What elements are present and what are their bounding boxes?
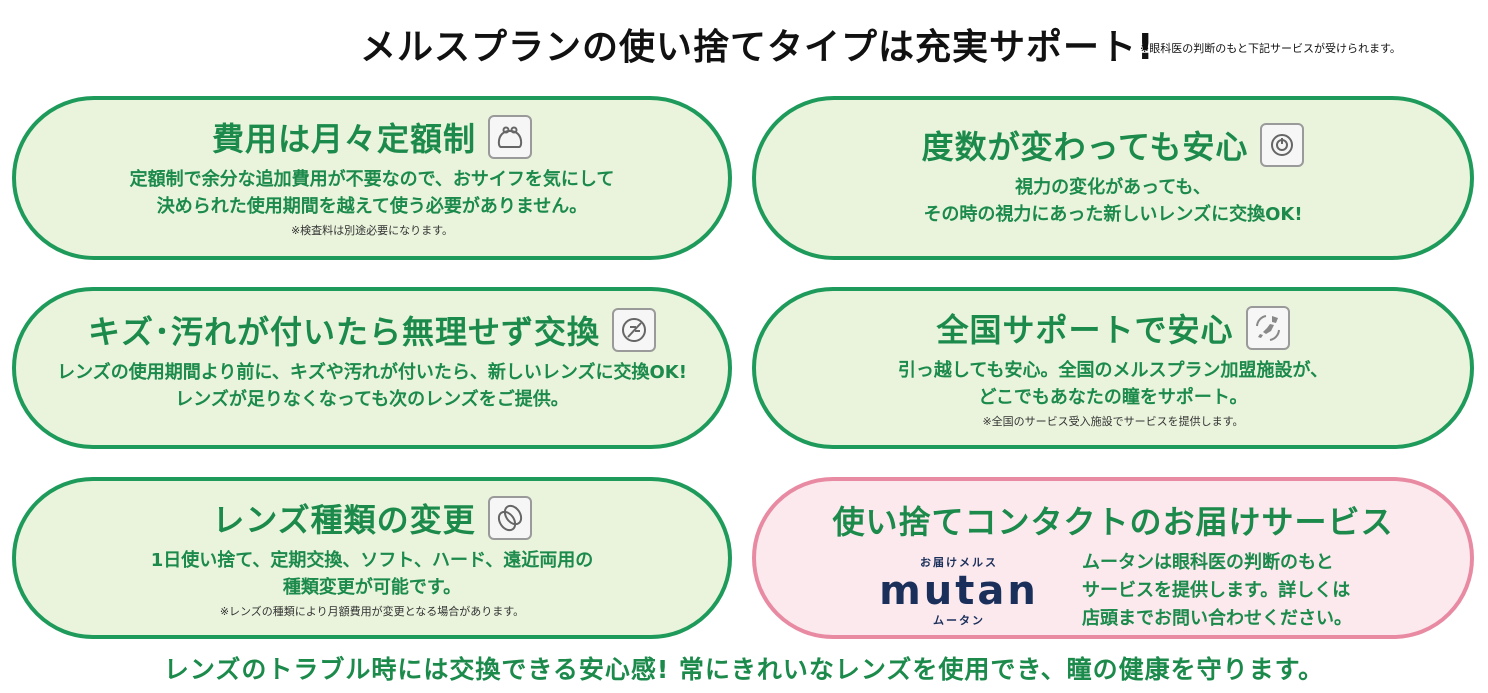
card-note: ※レンズの種類により月額費用が変更となる場合があります。 — [219, 605, 525, 618]
card-line: ムータンは眼科医の判断のもと — [1082, 552, 1334, 573]
card-nationwide-support: 全国サポートで安心 引っ越しても安心。全国のメルスプラン加盟施設が、 どこでもあ… — [752, 287, 1474, 449]
card-line: サービスを提供します。詳しくは — [1082, 580, 1351, 601]
card-line: 視力の変化があっても、 — [1015, 177, 1211, 198]
card-line: 1日使い捨て、定期交換、ソフト、ハード、遠近両用の — [150, 550, 594, 571]
card-title: 費用は月々定額制 — [211, 120, 476, 158]
card-title: 使い捨てコンタクトのお届けサービス — [832, 503, 1394, 541]
scratched-lens-icon — [612, 308, 656, 352]
card-line: 店頭までお問い合わせください。 — [1082, 608, 1352, 629]
power-icon — [1260, 123, 1305, 167]
card-line: レンズの使用期間より前に、キズや汚れが付いたら、新しいレンズに交換OK! — [57, 362, 687, 383]
japan-map-icon — [1245, 306, 1290, 350]
page-title: メルスプランの使い捨てタイプは充実サポート! — [360, 27, 1155, 68]
card-line: 定額制で余分な追加費用が不要なので、おサイフを気にして — [129, 169, 615, 190]
card-title: レンズ種類の変更 — [212, 501, 476, 539]
logo-small-text: お届けメルス — [920, 556, 998, 569]
header: メルスプランの使い捨てタイプは充実サポート! ※眼科医の判断のもと下記サービスが… — [0, 14, 1488, 68]
card-title: 度数が変わっても安心 — [921, 128, 1249, 166]
card-note: ※全国のサービス受入施設でサービスを提供します。 — [982, 415, 1244, 428]
logo-kana: ムータン — [933, 614, 985, 627]
card-line: 引っ越しても安心。全国のメルスプラン加盟施設が、 — [897, 360, 1329, 381]
card-flat-rate: 費用は月々定額制 定額制で余分な追加費用が不要なので、おサイフを気にして 決めら… — [12, 96, 732, 260]
mutan-logo: お届けメルス mutan ムータン — [874, 554, 1044, 628]
logo-word: mutan — [879, 568, 1039, 614]
footer-message: レンズのトラブル時には交換できる安心感! 常にきれいなレンズを使用でき、瞳の健康… — [163, 655, 1325, 684]
card-line: レンズが足りなくなっても次のレンズをご提供。 — [175, 389, 569, 410]
card-delivery-service: 使い捨てコンタクトのお届けサービス お届けメルス mutan ムータン ムータン… — [752, 477, 1474, 639]
card-prescription-change: 度数が変わっても安心 視力の変化があっても、 その時の視力にあった新しいレンズに… — [752, 96, 1474, 260]
header-note: ※眼科医の判断のもと下記サービスが受けられます。 — [1140, 42, 1401, 55]
wallet-icon — [488, 115, 532, 159]
card-line: 種類変更が可能です。 — [282, 577, 462, 598]
card-line: 決められた使用期間を越えて使う必要がありません。 — [156, 196, 588, 217]
card-note: ※検査料は別途必要になります。 — [290, 224, 454, 237]
card-title: 全国サポートで安心 — [936, 311, 1234, 349]
card-damage-exchange: キズ･汚れが付いたら無理せず交換 レンズの使用期間より前に、キズや汚れが付いたら… — [12, 287, 732, 449]
card-lens-type-change: レンズ種類の変更 1日使い捨て、定期交換、ソフト、ハード、遠近両用の 種類変更が… — [12, 477, 732, 639]
card-line: どこでもあなたの瞳をサポート。 — [978, 387, 1248, 408]
card-title: キズ･汚れが付いたら無理せず交換 — [87, 313, 600, 351]
card-line: その時の視力にあった新しいレンズに交換OK! — [923, 204, 1303, 225]
lens-change-icon — [487, 496, 532, 540]
